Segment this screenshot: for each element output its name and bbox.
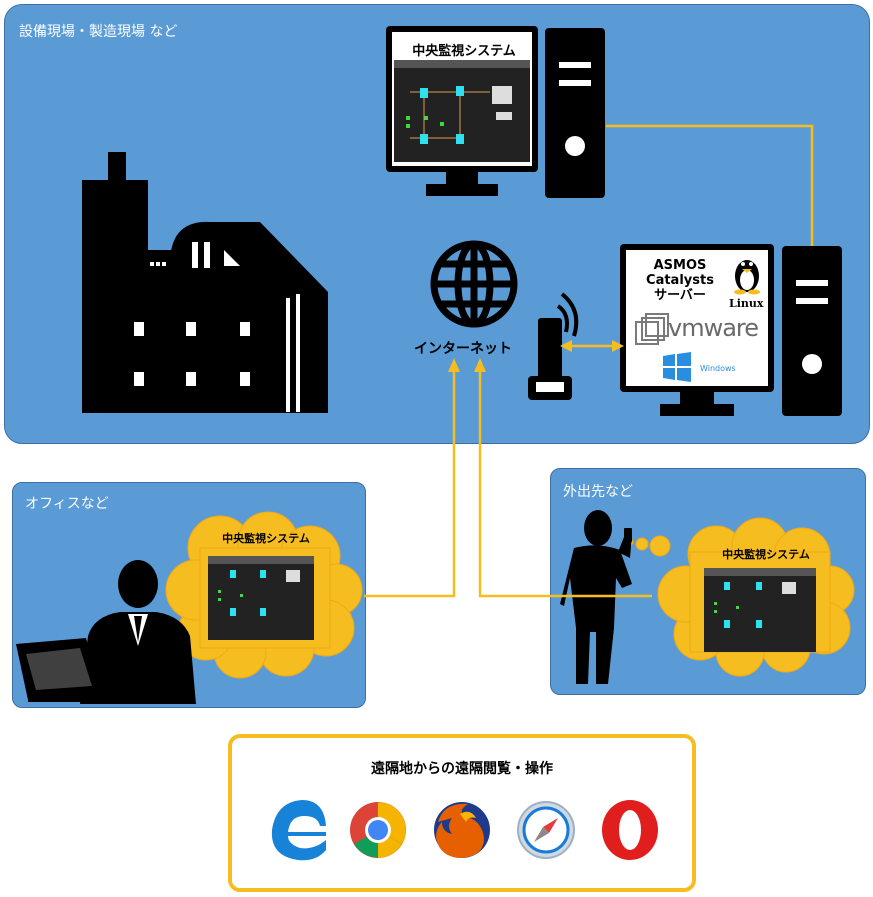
browser-box-title: 遠隔地からの遠隔閲覧・操作 bbox=[371, 761, 553, 777]
firefox-icon bbox=[434, 802, 490, 858]
globe-icon bbox=[430, 240, 518, 328]
mobile-panel-label: 外出先など bbox=[563, 484, 633, 500]
opera-icon bbox=[602, 800, 658, 860]
chrome-icon bbox=[350, 802, 406, 858]
mobile-user-icon bbox=[560, 510, 632, 684]
server-monitor bbox=[620, 244, 774, 416]
windows-logo-icon bbox=[663, 352, 691, 382]
server-name-line2: Catalysts bbox=[646, 273, 714, 288]
vmware-logo-icon bbox=[635, 313, 669, 345]
safari-icon bbox=[517, 801, 575, 859]
office-panel-label: オフィスなど bbox=[25, 496, 109, 512]
site-panel-label: 設備現場・製造現場 など bbox=[19, 24, 178, 40]
server-name-line1: ASMOS bbox=[653, 258, 707, 273]
linux-penguin-icon bbox=[734, 260, 760, 295]
factory-icon bbox=[82, 152, 328, 413]
mobile-thought-bubble bbox=[626, 517, 855, 677]
mobile-arrowhead bbox=[474, 358, 486, 372]
router-arrowhead-left bbox=[560, 340, 572, 352]
windows-label: Windows bbox=[700, 364, 736, 373]
server-name-line3: サーバー bbox=[654, 288, 706, 303]
router-icon bbox=[528, 292, 579, 400]
linux-label: Linux bbox=[729, 297, 764, 310]
server-name: ASMOS Catalysts サーバー bbox=[640, 258, 720, 303]
office-arrowhead bbox=[448, 358, 460, 372]
office-bubble-title: 中央監視システム bbox=[222, 532, 310, 545]
server-tower-icon bbox=[782, 246, 842, 416]
pc-tower-icon bbox=[545, 28, 605, 198]
mobile-internet-link bbox=[478, 366, 652, 598]
monitor-screen bbox=[386, 26, 538, 196]
tower-server-link bbox=[606, 124, 814, 246]
office-internet-link bbox=[364, 366, 456, 598]
internet-label: インターネット bbox=[414, 341, 512, 357]
office-worker-icon bbox=[16, 560, 196, 704]
edge-icon bbox=[271, 800, 326, 861]
router-arrowhead-right bbox=[612, 340, 624, 352]
monitor-screen-title: 中央監視システム bbox=[412, 44, 516, 59]
mobile-bubble-title: 中央監視システム bbox=[722, 548, 810, 561]
vmware-label: vmware bbox=[668, 314, 759, 342]
